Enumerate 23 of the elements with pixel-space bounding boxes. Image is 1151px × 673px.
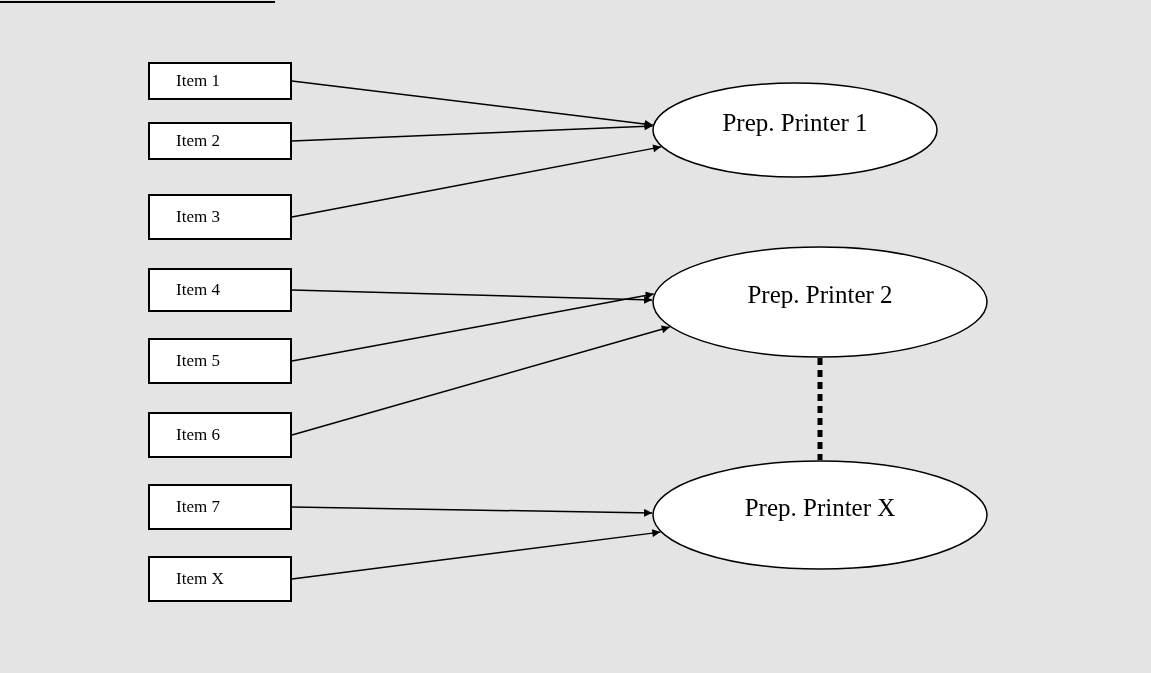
arrow (291, 506, 653, 517)
node-label: Prep. Printer 1 (722, 109, 868, 137)
arrow (291, 529, 662, 580)
arrow (291, 289, 653, 304)
connector-line (817, 358, 823, 460)
arrow (291, 325, 671, 436)
printer-ellipse (652, 460, 988, 570)
item-box: Item 6 (148, 412, 292, 458)
arrow (291, 291, 655, 362)
arrow (291, 80, 654, 128)
item-box: Item 5 (148, 338, 292, 384)
printer-ellipse (652, 246, 988, 358)
item-box: Item 2 (148, 122, 292, 160)
item-box: Item X (148, 556, 292, 602)
item-box: Item 1 (148, 62, 292, 100)
item-box: Item 7 (148, 484, 292, 530)
item-box: Item 3 (148, 194, 292, 240)
printer-ellipse (652, 82, 938, 178)
node-label: Prep. Printer 2 (747, 281, 893, 309)
node-label: Prep. Printer X (744, 494, 896, 522)
item-box: Item 4 (148, 268, 292, 312)
arrow (291, 144, 662, 218)
arrow (291, 122, 654, 142)
